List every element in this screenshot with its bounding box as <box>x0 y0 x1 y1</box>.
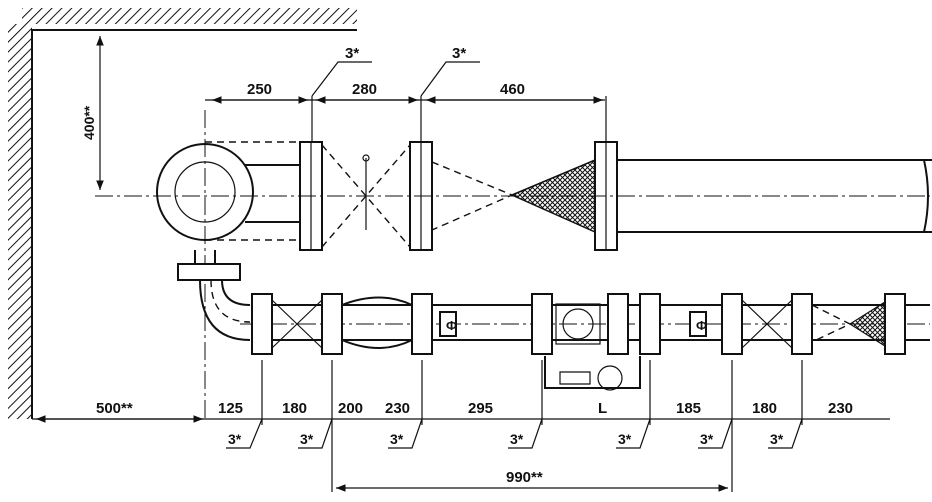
weld-mark-bottom-7: 3* <box>770 431 784 447</box>
dim-L: L <box>598 400 607 417</box>
lower-flange-5 <box>607 293 629 355</box>
weld-mark-bottom-4: 3* <box>510 431 524 447</box>
weld-mark-top-1: 3* <box>345 45 359 62</box>
lower-flange-2 <box>321 293 343 355</box>
lower-flange-9 <box>884 293 906 355</box>
dim-185: 185 <box>676 400 701 417</box>
weld-mark-bottom-5: 3* <box>618 431 632 447</box>
dim-460: 460 <box>500 81 525 98</box>
riser-flange <box>177 263 241 281</box>
dim-180-a: 180 <box>282 400 307 417</box>
dim-280: 280 <box>352 81 377 98</box>
dim-180-b: 180 <box>752 400 777 417</box>
wall <box>8 8 357 419</box>
dim-125: 125 <box>218 400 243 417</box>
dim-295: 295 <box>468 400 493 417</box>
upper-fitting-symbol: Ф <box>446 318 457 333</box>
upper-pipeline <box>95 110 932 420</box>
weld-mark-bottom-1: 3* <box>228 431 242 447</box>
weld-mark-top-2: 3* <box>452 45 466 62</box>
dim-200: 200 <box>338 400 363 417</box>
dim-500: 500** <box>96 400 133 417</box>
lower-pipeline <box>240 293 930 391</box>
pump-body <box>341 296 413 349</box>
lower-flange-7 <box>721 293 743 355</box>
riser <box>177 250 251 341</box>
weld-mark-bottom-3: 3* <box>390 431 404 447</box>
valve-body <box>562 308 594 340</box>
dim-250: 250 <box>247 81 272 98</box>
dim-230-b: 230 <box>828 400 853 417</box>
lower-flange-6 <box>639 293 661 355</box>
lower-fitting-symbol: Ф <box>696 318 707 333</box>
upper-dimensions <box>96 36 607 190</box>
lower-flange-4 <box>531 293 553 355</box>
lower-flange-8 <box>791 293 813 355</box>
weld-mark-bottom-6: 3* <box>700 431 714 447</box>
weld-mark-bottom-2: 3* <box>300 431 314 447</box>
lower-flange-3 <box>411 293 433 355</box>
lower-dimensions <box>32 360 890 492</box>
dim-230-a: 230 <box>385 400 410 417</box>
dim-400: 400** <box>81 105 97 140</box>
lower-flange-1 <box>251 293 273 355</box>
dim-990: 990** <box>506 469 543 486</box>
